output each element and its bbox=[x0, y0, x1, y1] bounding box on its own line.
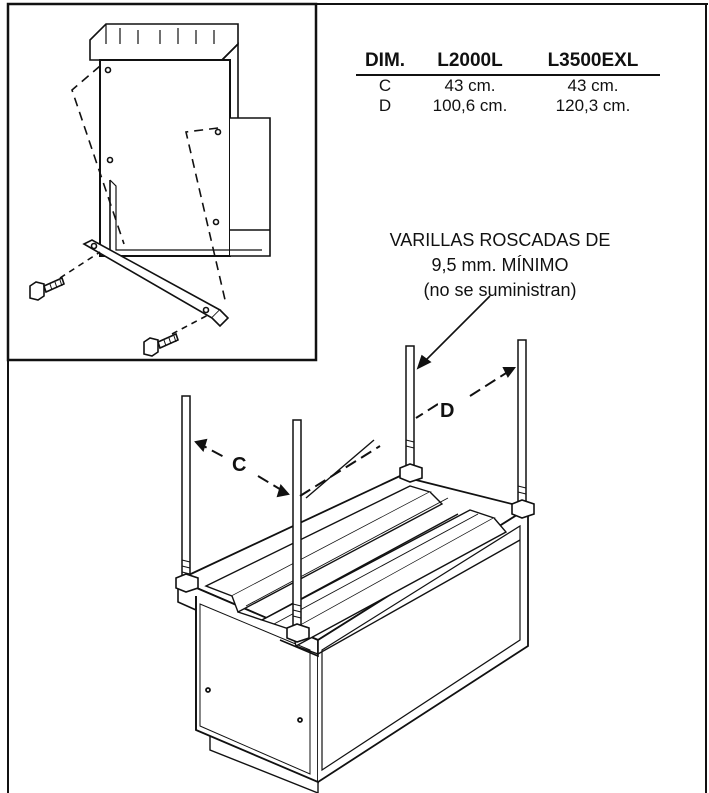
dimension-d-line bbox=[299, 367, 516, 497]
row-d-dim: D bbox=[378, 96, 392, 115]
dimension-c-line bbox=[194, 438, 375, 499]
dimension-table-header: DIM. L2000L L3500EXL bbox=[356, 50, 660, 76]
rod-back-left bbox=[405, 345, 415, 475]
row-c-dim: C bbox=[378, 76, 392, 95]
row-c-l3500exl: 43 cm. bbox=[567, 76, 619, 95]
header-l2000l: L2000L bbox=[437, 50, 503, 71]
rod-callout-arrow bbox=[416, 295, 491, 370]
table-row: D 100,6 cm. 120,3 cm. bbox=[356, 96, 660, 116]
dimension-table: DIM. L2000L L3500EXL C 43 cm. 43 cm. D 1… bbox=[356, 50, 660, 116]
heater-unit-box bbox=[175, 475, 531, 793]
inset-bracket-detail bbox=[29, 23, 271, 357]
dimension-c-label: C bbox=[230, 454, 249, 477]
row-d-l3500exl: 120,3 cm. bbox=[555, 96, 631, 115]
row-c-l2000l: 43 cm. bbox=[444, 76, 496, 95]
rod-nuts bbox=[175, 463, 535, 643]
header-dim: DIM. bbox=[364, 50, 406, 71]
rod-back-right bbox=[517, 339, 527, 517]
rod-note-line2: 9,5 mm. MÍNIMO bbox=[431, 255, 569, 275]
threaded-rod-note: VARILLAS ROSCADAS DE 9,5 mm. MÍNIMO (no … bbox=[330, 228, 670, 303]
rod-note-line1: VARILLAS ROSCADAS DE bbox=[389, 230, 611, 250]
row-d-l2000l: 100,6 cm. bbox=[432, 96, 508, 115]
dimension-d-label: D bbox=[438, 400, 457, 423]
rod-note-line3: (no se suministran) bbox=[423, 280, 577, 300]
header-l3500exl: L3500EXL bbox=[547, 50, 639, 71]
table-row: C 43 cm. 43 cm. bbox=[356, 76, 660, 96]
detail-inset-frame bbox=[6, 2, 318, 362]
